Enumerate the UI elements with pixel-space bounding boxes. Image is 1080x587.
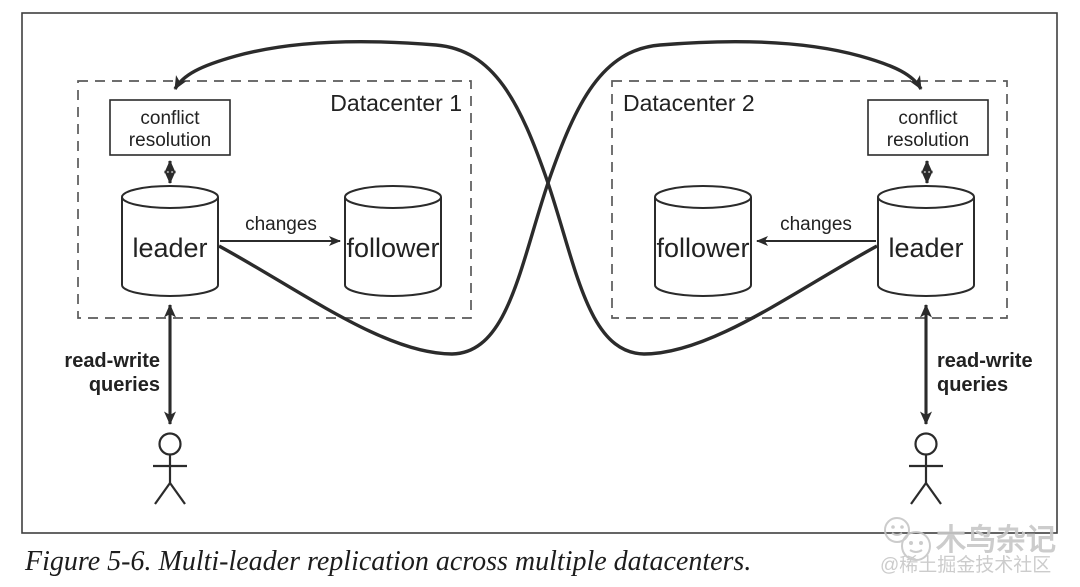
figure-caption: Figure 5-6. Multi-leader replication acr… (24, 546, 751, 577)
datacenter2-box (611, 80, 1008, 319)
dc2-follower-cylinder (654, 197, 752, 297)
replication-curve-dc1-to-dc2 (218, 39, 923, 356)
watermark: 木鸟杂记 @稀土掘金技术社区 (880, 517, 1056, 576)
dc1-changes-label: changes (245, 214, 317, 235)
dc2-follower-label: follower (656, 233, 749, 263)
dc2-conflict-label-line1: conflict (898, 108, 958, 129)
dc1-client-stick-figure-icon (153, 432, 187, 505)
dc1-queries-label-line1: read-write (64, 350, 160, 372)
datacenter1-title: Datacenter 1 (330, 90, 462, 116)
dc1-leader-cylinder-top (121, 185, 219, 209)
dc2-queries-label-line1: read-write (937, 350, 1033, 372)
dc2-conflict-resolution-box (867, 99, 989, 156)
diagram-border (21, 12, 1058, 534)
dc1-conflict-resolution-box (109, 99, 231, 156)
dc2-leader-cylinder (877, 197, 975, 297)
dc1-leader-cylinder (121, 197, 219, 297)
dc1-follower-cylinder (344, 197, 442, 297)
replication-curve-dc2-to-dc1 (173, 39, 878, 356)
dc2-leader-cylinder-top (877, 185, 975, 209)
dc1-follower-cylinder-top (344, 185, 442, 209)
dc1-queries-label-line2: queries (89, 374, 160, 396)
chat-bubbles-logo-icon (884, 517, 931, 561)
datacenter1-box (77, 80, 472, 319)
dc2-client-stick-figure-icon (909, 432, 943, 505)
dc1-follower-label: follower (346, 233, 439, 263)
dc1-leader-label: leader (132, 233, 207, 263)
dc2-queries-label-line2: queries (937, 374, 1008, 396)
dc2-changes-label: changes (780, 214, 852, 235)
datacenter2-title: Datacenter 2 (623, 90, 755, 116)
dc1-conflict-label-line1: conflict (140, 108, 200, 129)
watermark-title: 木鸟杂记 (935, 524, 1056, 557)
dc1-conflict-label-line2: resolution (129, 130, 211, 151)
dc2-leader-label: leader (888, 233, 963, 263)
watermark-subtitle: @稀土掘金技术社区 (880, 554, 1051, 576)
dc2-conflict-label-line2: resolution (887, 130, 969, 151)
dc2-follower-cylinder-top (654, 185, 752, 209)
